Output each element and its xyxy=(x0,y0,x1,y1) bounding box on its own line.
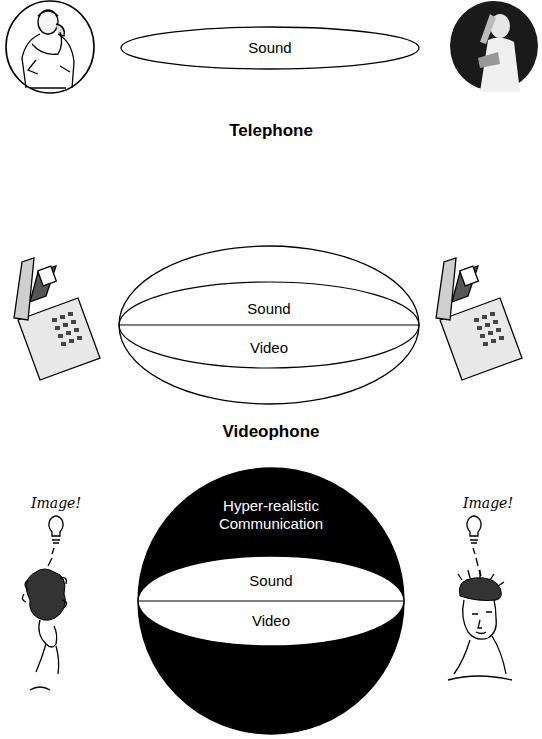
thinker-left xyxy=(22,516,66,690)
thinker-right xyxy=(448,516,512,680)
videophone-channel: SoundVideo xyxy=(118,245,420,405)
videophone-right xyxy=(436,258,522,380)
caption-label: Videophone xyxy=(223,422,320,442)
sphere-outline xyxy=(138,468,404,734)
ellipse-outline xyxy=(121,27,419,69)
node-outline xyxy=(118,245,420,405)
ellipse-outline xyxy=(119,246,419,404)
node-text: Sound xyxy=(169,300,369,318)
videophone-left xyxy=(14,258,100,380)
inner-ellipse xyxy=(119,282,419,368)
node-text: Sound xyxy=(181,572,361,590)
divider-line xyxy=(138,600,404,601)
caption-label: Telephone xyxy=(229,121,313,141)
thought-label: Image! xyxy=(31,495,81,511)
node-text: Hyper-realistic Communication xyxy=(186,497,356,533)
hyper-realistic-sphere: Hyper-realistic CommunicationSoundVideo xyxy=(137,467,405,735)
band-outline xyxy=(138,556,404,646)
node-text: Video xyxy=(181,612,361,630)
node-outline xyxy=(137,555,405,647)
callee-figure xyxy=(450,1,538,92)
caller-figure xyxy=(6,1,94,93)
divider-line xyxy=(119,324,419,325)
sound-video-band: SoundVideo xyxy=(137,555,405,647)
node-text: Video xyxy=(169,339,369,357)
telephone-channel: Sound xyxy=(120,26,420,70)
thought-label: Image! xyxy=(463,495,513,511)
node-text: Sound xyxy=(170,39,370,57)
